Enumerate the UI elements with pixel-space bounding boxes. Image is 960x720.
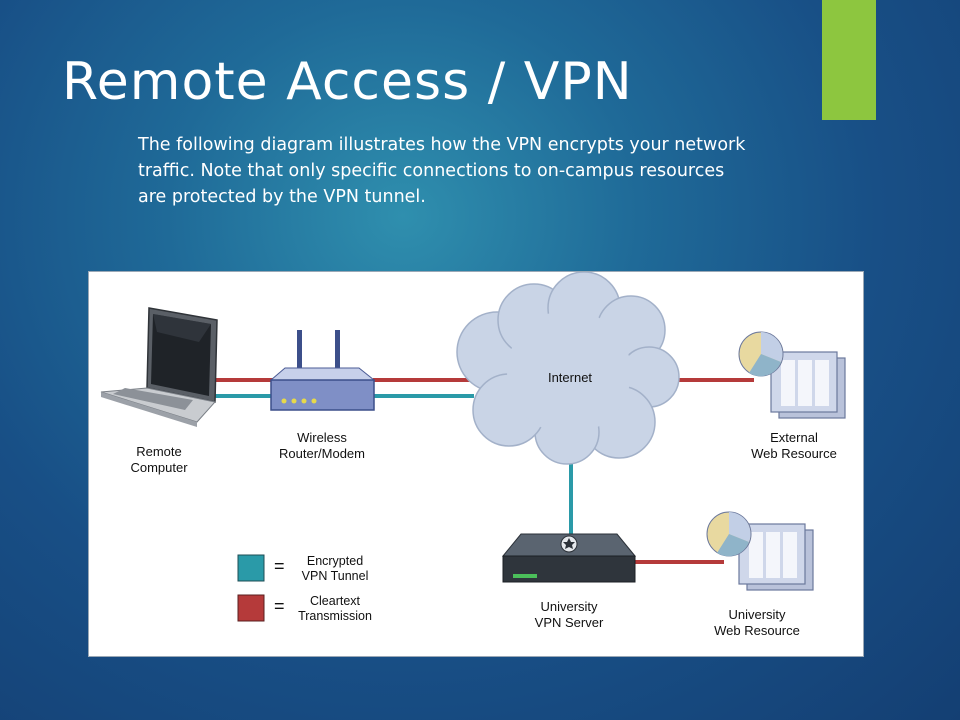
university-web-resource-icon — [706, 511, 814, 591]
label-university-web: University Web Resource — [714, 607, 800, 638]
legend-cleartext-equals: = — [274, 596, 285, 616]
label-vpn-server: University VPN Server — [534, 599, 604, 630]
laptop-icon — [100, 307, 218, 427]
internet-cloud-icon — [456, 272, 680, 465]
router-icon — [269, 330, 376, 411]
legend-cleartext-label: Cleartext Transmission — [298, 594, 372, 623]
label-remote-computer: Remote Computer — [130, 444, 188, 475]
external-web-resource-icon — [738, 331, 846, 419]
legend-cleartext-swatch — [237, 594, 265, 622]
slide-title: Remote Access / VPN — [62, 52, 633, 112]
slide-body-text: The following diagram illustrates how th… — [138, 135, 746, 207]
diagram-canvas — [100, 272, 846, 622]
label-external-web: External Web Resource — [751, 430, 837, 461]
legend-encrypted-swatch — [237, 554, 265, 582]
label-router: Wireless Router/Modem — [279, 430, 365, 461]
network-diagram: Remote Computer Wireless Router/Modem In… — [88, 271, 864, 657]
label-internet: Internet — [547, 370, 593, 385]
accent-bar — [822, 0, 876, 120]
legend-encrypted-label: Encrypted VPN Tunnel — [301, 554, 369, 583]
vpn-server-icon — [501, 533, 637, 583]
legend-encrypted-equals: = — [274, 556, 285, 576]
